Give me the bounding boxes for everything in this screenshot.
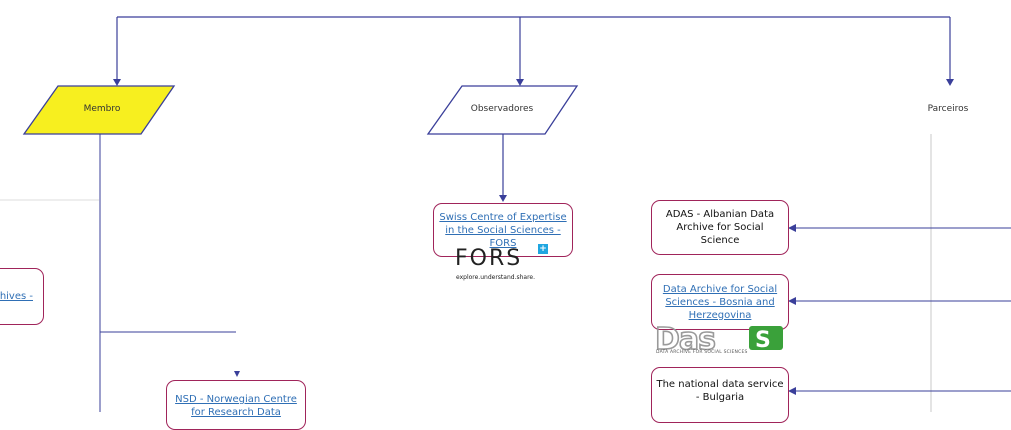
observadores-drop-arrow [516, 79, 524, 86]
fors-arrow [499, 195, 507, 202]
membro-drop-arrow [113, 79, 121, 86]
fors-card-link[interactable]: Swiss Centre of Expertise in the Social … [439, 211, 567, 249]
diagram-canvas: Membro Observadores Parceiros hives - Sw… [0, 16, 1011, 430]
nsd-arrow [234, 371, 240, 377]
das-logo: Das S DATA ARCHIVE FOR SOCIAL SCIENCES [654, 321, 787, 358]
adas-card[interactable]: ADAS - Albanian Data Archive for Social … [651, 200, 789, 255]
member-card-partial-link[interactable]: hives - [0, 291, 33, 302]
bosnia-card-link[interactable]: Data Archive for Social Sciences - Bosni… [662, 283, 778, 321]
nsd-card[interactable]: NSD - Norwegian Centre for Research Data [166, 380, 306, 430]
membro-shape[interactable] [22, 85, 176, 135]
fors-logo-word: FORS [455, 246, 523, 271]
observadores-label: Observadores [470, 104, 534, 114]
svg-text:S: S [755, 328, 771, 353]
adas-arrowhead [788, 224, 796, 232]
fors-plus-icon: + [538, 244, 548, 254]
membro-label: Membro [83, 104, 121, 114]
fors-card[interactable]: Swiss Centre of Expertise in the Social … [433, 203, 573, 257]
bosnia-arrowhead [788, 297, 796, 305]
member-card-partial[interactable]: hives - [0, 268, 44, 325]
fors-logo: FORS + explore.understand.share. [452, 243, 562, 285]
fors-logo-tagline: explore.understand.share. [456, 274, 536, 281]
bulgaria-arrowhead [788, 387, 796, 395]
parceiros-drop-arrow [946, 79, 954, 86]
observadores-shape[interactable] [426, 85, 579, 135]
parceiros-label: Parceiros [927, 104, 969, 114]
svg-text:Das: Das [655, 322, 715, 357]
bosnia-card[interactable]: Data Archive for Social Sciences - Bosni… [651, 274, 789, 330]
bulgaria-card[interactable]: The national data service - Bulgaria [651, 367, 789, 423]
nsd-card-link[interactable]: NSD - Norwegian Centre for Research Data [175, 394, 297, 418]
bulgaria-card-text: The national data service - Bulgaria [656, 379, 784, 403]
das-logo-mark: Das S [654, 321, 783, 358]
das-logo-caption: DATA ARCHIVE FOR SOCIAL SCIENCES [656, 350, 748, 355]
adas-card-text: ADAS - Albanian Data Archive for Social … [665, 209, 775, 246]
connector-layer [0, 16, 1011, 412]
